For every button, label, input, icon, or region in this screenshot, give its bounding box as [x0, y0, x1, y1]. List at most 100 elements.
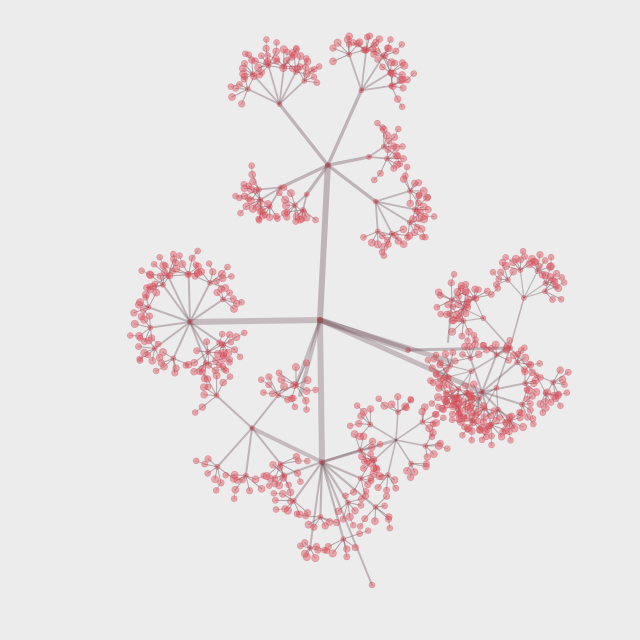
leaf-node [304, 520, 313, 529]
branch-edge [278, 65, 285, 105]
leaf-edge [261, 205, 271, 212]
leaf-node [452, 395, 461, 403]
branch-edge [321, 461, 373, 586]
leaf-edge [139, 337, 150, 341]
leaf-edge [154, 283, 157, 294]
leaf-node [456, 409, 464, 416]
leaf-edge [524, 363, 530, 373]
leaf-node [392, 151, 401, 160]
leaf-edge [359, 440, 374, 451]
leaf-node [255, 217, 263, 224]
leaf-node [499, 428, 507, 436]
leaf-node [486, 422, 494, 430]
leaf-node [321, 522, 329, 530]
leaf-edge [409, 212, 421, 223]
leaf-node [216, 339, 223, 347]
leaf-node [226, 331, 234, 339]
leaf-node [474, 417, 482, 425]
leaf-node [379, 63, 387, 71]
leaf-node [467, 395, 475, 404]
leaf-edge [482, 344, 492, 349]
leaf-edge [282, 477, 290, 486]
leaf-node [476, 426, 484, 435]
leaf-node [435, 380, 444, 389]
leaf-edge [495, 345, 509, 356]
leaf-edge [552, 277, 563, 281]
leaf-edge [359, 449, 368, 462]
leaf-node [443, 389, 450, 397]
branch-edge [267, 64, 281, 105]
leaf-edge [188, 257, 193, 275]
leaf-node [236, 194, 243, 202]
leaf-node [447, 279, 455, 287]
leaf-node [159, 261, 168, 270]
branch-edge [292, 460, 324, 502]
leaf-node [374, 56, 381, 63]
leaf-edge [552, 379, 564, 383]
leaf-node [469, 394, 477, 402]
leaf-edge [280, 460, 299, 465]
leaf-node [242, 50, 249, 58]
leaf-edge [207, 466, 218, 474]
leaf-edge [172, 357, 176, 374]
branch-edge [465, 370, 473, 394]
leaf-edge [305, 57, 307, 68]
branch-node [506, 417, 513, 424]
leaf-node [399, 240, 408, 249]
leaf-edge [370, 475, 380, 479]
leaf-edge [354, 433, 361, 451]
leaf-node [440, 406, 447, 414]
leaf-node [469, 380, 478, 389]
branch-node [384, 155, 390, 162]
leaf-node [456, 417, 465, 426]
branch-edge [278, 79, 306, 105]
leaf-node [286, 488, 295, 497]
leaf-edge [439, 294, 453, 301]
leaf-edge [483, 407, 492, 417]
leaf-edge [175, 268, 190, 275]
leaf-node [176, 252, 183, 259]
leaf-node [240, 75, 248, 83]
leaf-node [232, 85, 239, 92]
leaf-edge [154, 347, 161, 359]
leaf-node [219, 348, 228, 358]
leaf-node [480, 413, 489, 422]
leaf-edge [235, 332, 245, 338]
leaf-edge [544, 281, 555, 284]
leaf-edge [251, 165, 253, 175]
leaf-edge [247, 198, 261, 201]
leaf-node [359, 407, 368, 416]
leaf-edge [286, 60, 297, 73]
leaf-edge [435, 417, 444, 424]
leaf-edge [445, 395, 453, 402]
leaf-edge [267, 55, 277, 60]
leaf-node [409, 215, 417, 223]
leaf-node [162, 262, 169, 269]
leaf-edge [360, 490, 367, 500]
leaf-node [432, 410, 440, 419]
leaf-edge [520, 250, 524, 261]
leaf-node [414, 208, 421, 215]
leaf-node [248, 162, 255, 169]
leaf-node [384, 44, 393, 53]
leaf-node [443, 398, 450, 405]
leaf-edge [296, 68, 305, 82]
leaf-edge [235, 87, 249, 90]
leaf-edge [424, 445, 435, 455]
leaf-node [370, 50, 378, 58]
leaf-edge [444, 388, 459, 400]
leaf-edge [387, 39, 391, 49]
leaf-node [367, 477, 375, 485]
leaf-edge [287, 500, 295, 512]
leaf-node [219, 352, 227, 360]
leaf-node [279, 45, 288, 54]
leaf-node [446, 310, 454, 318]
branch-node [170, 355, 177, 362]
trunk-edge [317, 317, 485, 395]
leaf-edge [207, 344, 223, 353]
leaf-node [359, 464, 367, 472]
leaf-edge [471, 407, 485, 417]
leaf-edge [464, 346, 471, 359]
leaf-node [224, 263, 231, 271]
leaf-node [384, 146, 392, 154]
